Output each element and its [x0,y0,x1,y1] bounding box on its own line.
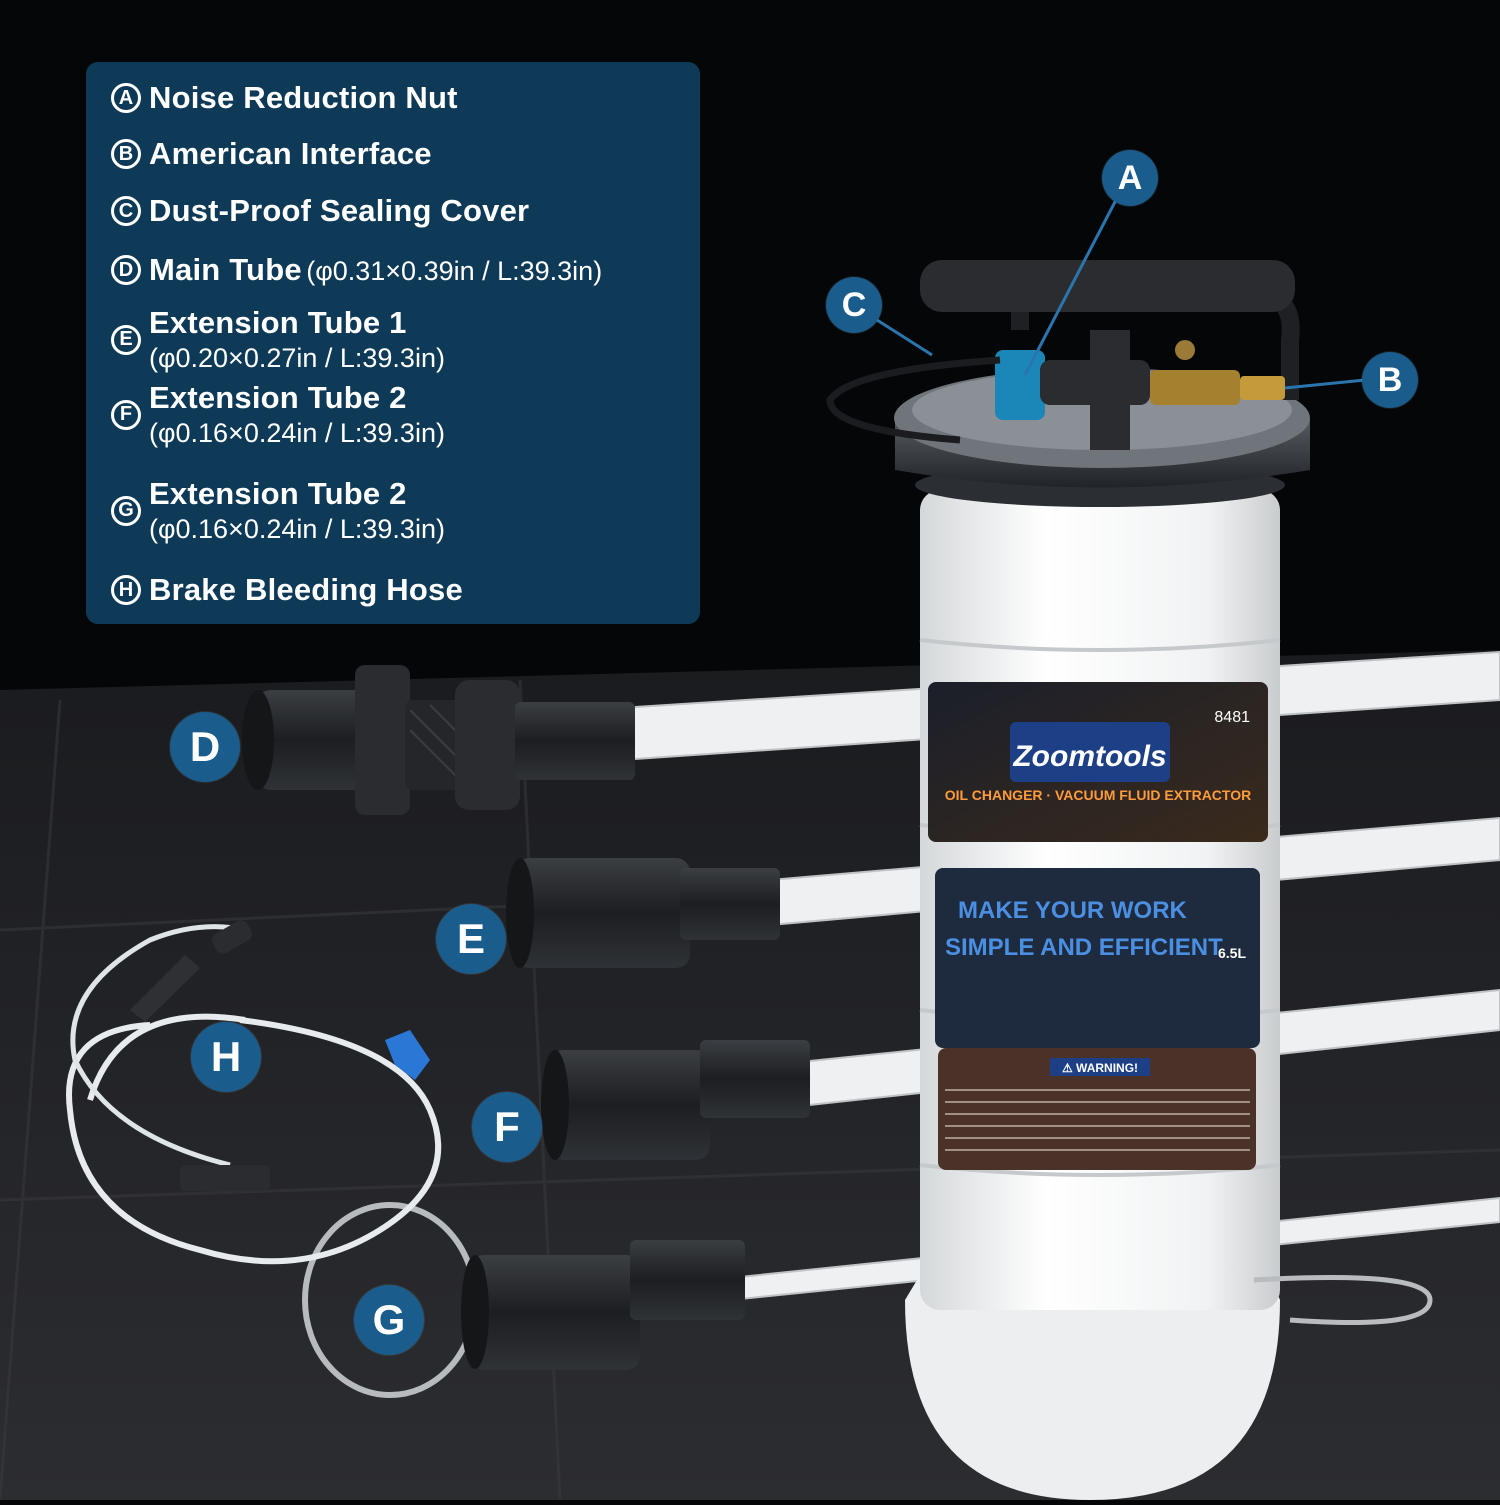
pump-assembly [826,260,1310,507]
callout-h: H [191,1022,261,1092]
callout-a: A [1102,150,1158,206]
legend-item-name: Brake Bleeding Hose [149,572,463,607]
legend-badge: C [111,196,141,226]
legend-item-name: Extension Tube 1 [149,305,407,340]
legend-item-f: F Extension Tube 2 (φ0.16×0.24in / L:39.… [111,380,445,449]
legend-item-d: D Main Tube (φ0.31×0.39in / L:39.3in) [111,252,602,288]
legend-item-dims: (φ0.20×0.27in / L:39.3in) [149,343,445,373]
brand-text: Zoomtools [1012,740,1166,773]
legend-badge: G [111,495,141,526]
legend-item-name: Noise Reduction Nut [149,80,458,115]
legend-item-name: Extension Tube 2 [149,380,407,415]
callout-f: F [472,1092,542,1162]
extension-tube-2-connector [541,1040,810,1160]
legend-item-b: B American Interface [111,136,432,172]
subtitle-text: OIL CHANGER · VACUUM FLUID EXTRACTOR [945,787,1251,803]
headline-2: SIMPLE AND EFFICIENT [945,934,1223,961]
legend-badge: D [111,255,141,285]
main-tube-connector [242,665,635,815]
legend-item-e: E Extension Tube 1 (φ0.20×0.27in / L:39.… [111,305,445,374]
callout-g: G [354,1285,424,1355]
legend-item-c: C Dust-Proof Sealing Cover [111,193,529,229]
extension-tube-3-connector [302,1202,745,1398]
legend-item-name: Extension Tube 2 [149,476,407,511]
callout-c: C [826,277,882,333]
legend-badge: H [111,575,141,605]
legend-item-dims: (φ0.16×0.24in / L:39.3in) [149,514,445,544]
callout-leaders [876,197,1366,390]
callout-d: D [170,712,240,782]
legend-item-dims: (φ0.16×0.24in / L:39.3in) [149,418,445,448]
model-text: 8481 [1214,709,1250,726]
legend-item-a: A Noise Reduction Nut [111,80,458,116]
canister-labels: Zoomtools 8481 OIL CHANGER · VACUUM FLUI… [928,682,1268,1170]
legend-badge: E [111,324,141,355]
callout-b: B [1362,352,1418,408]
legend-item-dims: (φ0.31×0.39in / L:39.3in) [306,256,603,286]
legend-item-name: Main Tube [149,252,302,287]
legend-badge: B [111,139,141,169]
headline-1: MAKE YOUR WORK [958,897,1188,924]
legend-item-h: H Brake Bleeding Hose [111,572,463,608]
callout-e: E [436,904,506,974]
capacity-text: 6.5L [1218,945,1246,961]
legend-item-name: Dust-Proof Sealing Cover [149,193,530,228]
legend-badge: A [111,83,141,113]
legend-badge: F [111,399,141,430]
legend-item-g: G Extension Tube 2 (φ0.16×0.24in / L:39.… [111,476,445,545]
legend-item-name: American Interface [149,136,432,171]
legend-panel: A Noise Reduction Nut B American Interfa… [86,62,700,624]
warning-text: ⚠ WARNING! [1062,1061,1138,1075]
brake-bleeding-hose [66,920,442,1265]
extension-tube-1-connector [506,858,780,968]
